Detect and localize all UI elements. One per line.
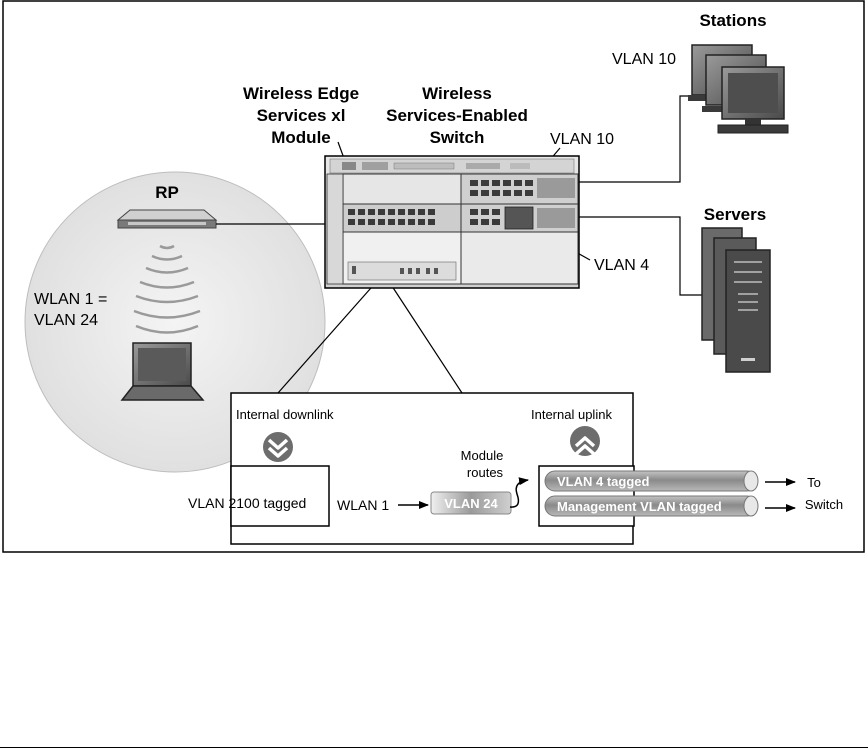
servers-icon [701,227,771,373]
wlan1-label: WLAN 1 [337,497,389,513]
wireless-switch-label-2: Services-Enabled [386,106,528,125]
vlan4-tagged-pill-label: VLAN 4 tagged [557,474,650,489]
arrow-right-icon [398,477,796,512]
wlan-vlan-label-2: VLAN 24 [34,312,98,329]
internal-uplink-label: Internal uplink [531,407,612,422]
rp-label: RP [155,183,179,202]
chevron-up-icon [570,426,600,456]
zoom-lines [277,279,463,394]
switch-chassis-icon [324,155,580,289]
mgmt-vlan-tagged-pill-label: Management VLAN tagged [557,499,722,514]
module-routes-label-2: routes [467,465,504,480]
wireless-edge-module-label-3: Module [271,128,331,147]
vlan24-pill-label: VLAN 24 [444,496,498,511]
vlan24-pill [430,491,512,515]
downlink-box [230,465,330,527]
module-routes-label-1: Module [461,448,504,463]
wireless-edge-module-label-2: Services xl [257,106,346,125]
wireless-switch-label-1: Wireless [422,84,492,103]
vlan4-label: VLAN 4 [594,257,649,274]
diagram-frame [2,0,865,553]
internal-downlink-label: Internal downlink [236,407,334,422]
page-bottom-rule [0,747,868,748]
wireless-edge-module-label-1: Wireless Edge [243,84,359,103]
chevron-down-icon [263,432,293,462]
radio-port-icon [116,209,218,229]
to-switch-label-1: To [807,475,821,490]
wlan-vlan-label-1: WLAN 1 = [34,291,107,308]
vlan10-stations-label: VLAN 10 [612,51,676,68]
stations-label: Stations [699,11,766,30]
wireless-switch-label-3: Switch [430,128,485,147]
radio-waves [133,244,201,334]
vlan2100-label: VLAN 2100 tagged [188,495,306,511]
to-switch-label-2: Switch [805,497,843,512]
laptop-icon [120,342,205,401]
vlan10-switch-label: VLAN 10 [550,131,614,148]
servers-label: Servers [704,205,766,224]
stations-icon [688,44,789,134]
